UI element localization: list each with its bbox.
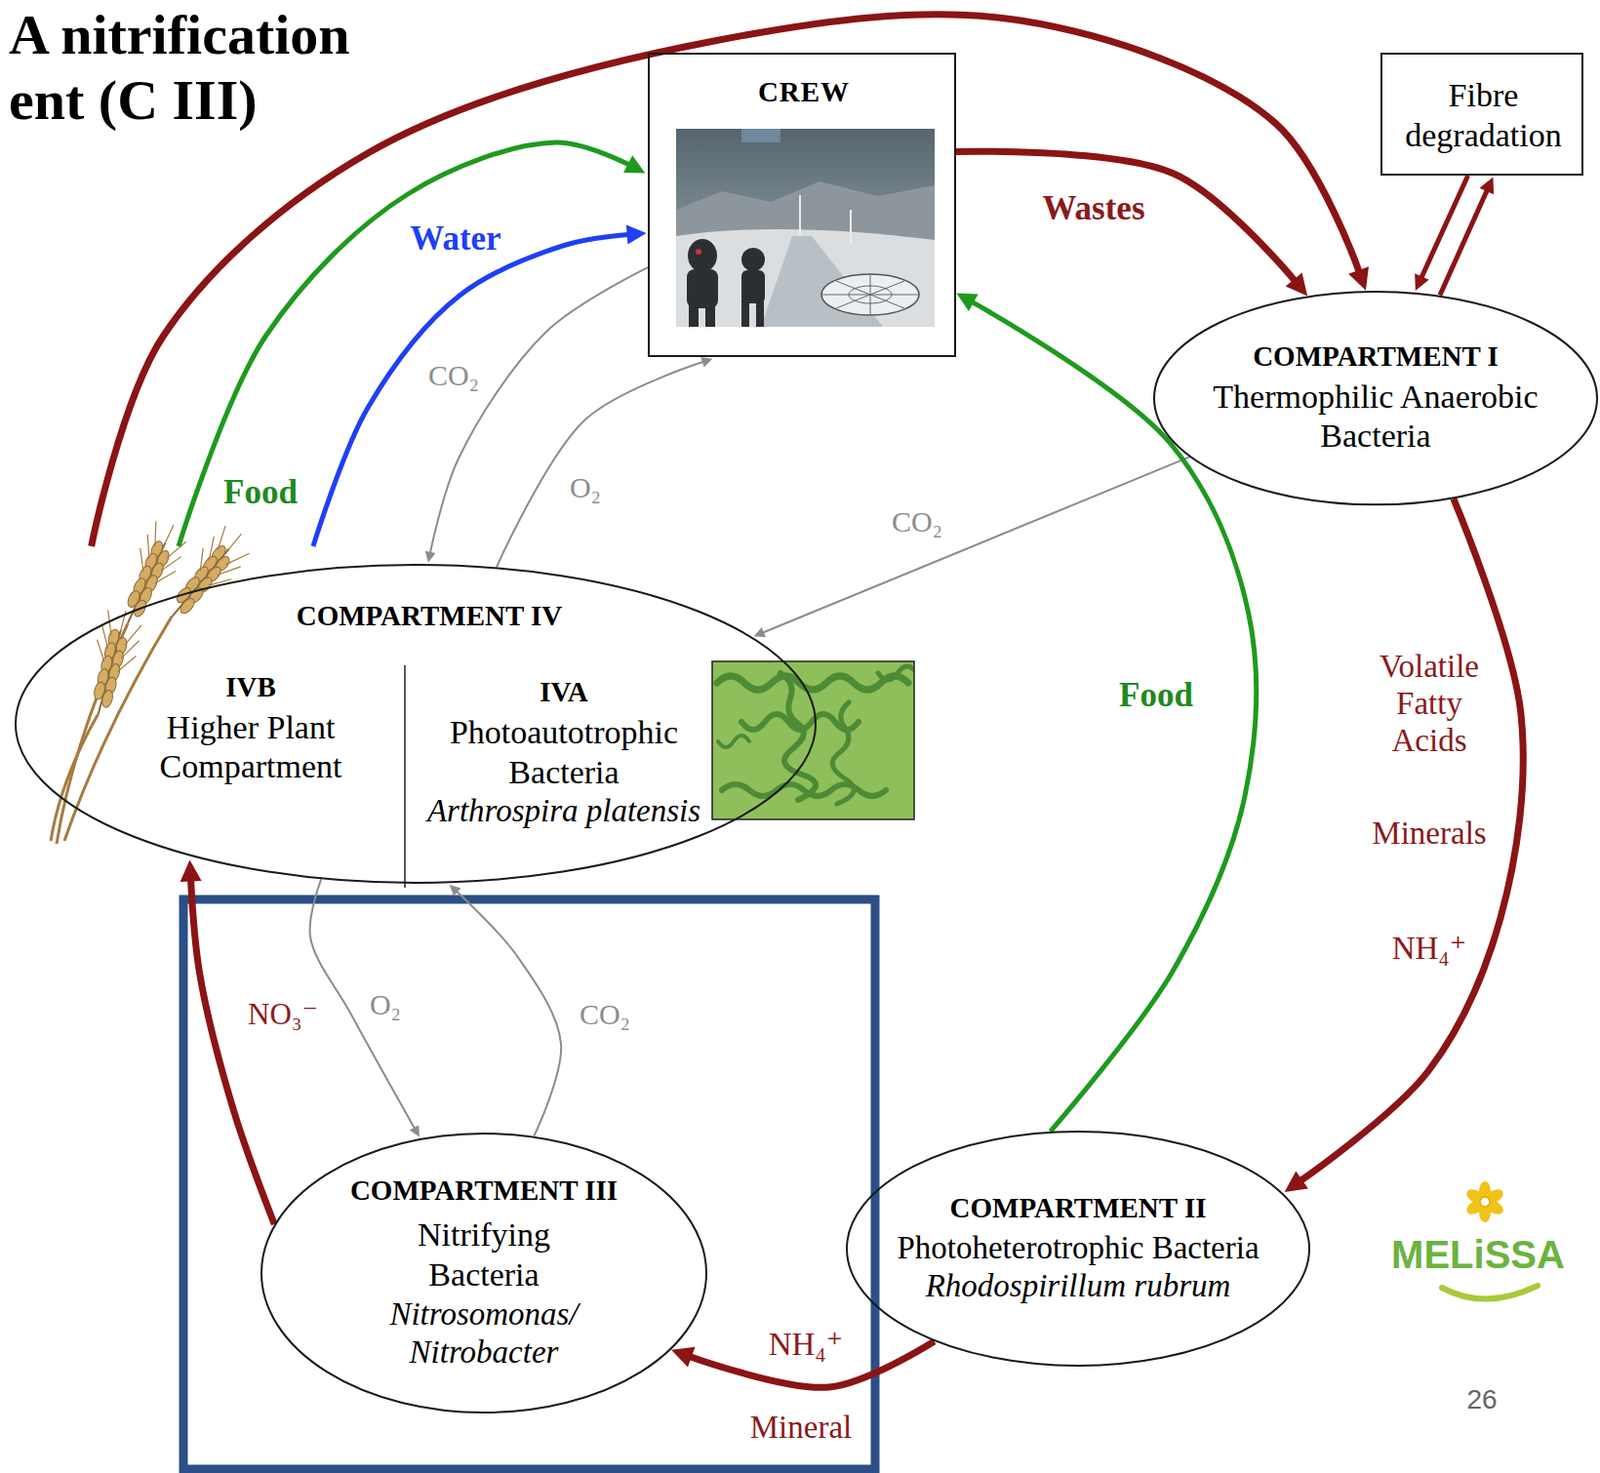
- text-column: CREW: [657, 75, 951, 110]
- sub-compartment: IVAPhotoautotrophic BacteriaArthrospira …: [414, 648, 713, 859]
- species-name: Arthrospira platensis: [427, 792, 701, 832]
- flow-label: Mineral: [747, 1409, 855, 1447]
- node-text: Photoheterotrophic Bacteria: [896, 1229, 1259, 1269]
- flow-arrow: [178, 142, 632, 547]
- node-text: Photoautotrophic Bacteria: [422, 713, 706, 794]
- flow-arrow: [313, 234, 632, 547]
- ellipse-outline: [846, 1131, 1310, 1366]
- logo-text: MELiSSA: [1388, 1232, 1568, 1278]
- flow-arrow: [969, 300, 1256, 1131]
- flow-label: Volatile Fatty Acids: [1358, 648, 1501, 760]
- flow-arrow: [430, 267, 648, 555]
- flow-label: Water: [406, 219, 504, 259]
- ellipse-outline: [1154, 291, 1598, 505]
- compartment-ellipse: COMPARTMENT IIPhotoheterotrophic Bacteri…: [845, 1130, 1311, 1367]
- flow-label: Wastes: [1040, 189, 1149, 229]
- flow-arrow: [1420, 175, 1469, 280]
- flow-arrow: [496, 361, 705, 568]
- species-name: Rhodospirillum rubrum: [925, 1267, 1232, 1307]
- text-column: Fibre degradation: [1396, 76, 1572, 157]
- compartment-ellipse: COMPARTMENT III Nitrifying BacteriaNitros…: [260, 1132, 708, 1414]
- slide-title: A nitrification: [5, 2, 354, 69]
- text-column: IVBHigher Plant Compartment: [143, 670, 359, 788]
- flow-label: O₂: [566, 471, 604, 506]
- crew-box: CREW: [647, 52, 957, 358]
- flow-arrow: [1298, 498, 1523, 1183]
- flow-label: CO₂: [425, 359, 482, 394]
- flow-arrow: [1440, 188, 1488, 295]
- flow-label: Minerals: [1368, 815, 1489, 853]
- species-name: Nitrosomonas/ Nitrobacter: [366, 1295, 601, 1373]
- flow-arrow: [310, 879, 416, 1130]
- text-column: COMPARTMENT III Nitrifying BacteriaNitros…: [318, 1173, 650, 1373]
- text-column: COMPARTMENT IV: [243, 599, 615, 638]
- flow-label: Food: [220, 473, 301, 513]
- text-column: COMPARTMENT IThermophilic Anaerobic Bact…: [1185, 339, 1566, 457]
- compartment-heading: IVA: [539, 675, 588, 710]
- flow-label: NH₄⁺: [1389, 930, 1471, 968]
- lunar-base-photo: [676, 128, 935, 327]
- flow-label: NH₄⁺: [765, 1326, 847, 1364]
- process-box: Fibre degradation: [1380, 52, 1584, 176]
- node-text: Nitrifying Bacteria: [371, 1215, 597, 1296]
- node-text: Thermophilic Anaerobic Bacteria: [1200, 377, 1552, 458]
- box-title: CREW: [758, 75, 850, 110]
- text-column: IVAPhotoautotrophic BacteriaArthrospira …: [417, 675, 711, 832]
- flow-label: Food: [1116, 676, 1197, 716]
- node-text: Fibre degradation: [1396, 76, 1572, 157]
- flow-arrow: [91, 14, 1360, 547]
- node-text: Higher Plant Compartment: [151, 708, 352, 789]
- compartment-divider: [403, 665, 406, 888]
- flow-arrow: [761, 456, 1191, 634]
- text-column: COMPARTMENT IIPhotoheterotrophic Bacteri…: [878, 1191, 1279, 1307]
- ellipse-outline: [15, 564, 816, 883]
- flow-label: NO₃⁻: [244, 997, 321, 1033]
- compartment-heading: COMPARTMENT IV: [296, 599, 563, 634]
- flow-label: O₂: [366, 988, 404, 1023]
- flow-label: CO₂: [888, 505, 946, 540]
- flow-arrow: [455, 890, 561, 1137]
- flow-arrow: [190, 877, 275, 1225]
- compartment-heading: COMPARTMENT I: [1252, 339, 1499, 374]
- spirulina-photo: [712, 661, 918, 820]
- compartment-heading: IVB: [225, 670, 277, 705]
- compartment-heading: COMPARTMENT III: [350, 1173, 618, 1208]
- compartment-ellipse: IVBHigher Plant Compartment IVAPhotoautot…: [14, 563, 817, 884]
- ellipse-outline: [261, 1133, 707, 1413]
- flow-arrow: [956, 151, 1297, 283]
- sub-compartment: IVBHigher Plant Compartment: [29, 546, 391, 859]
- compartment-heading: COMPARTMENT II: [950, 1191, 1207, 1226]
- slide-title: ent (C III): [5, 68, 261, 134]
- compartment-ellipse: COMPARTMENT IThermophilic Anaerobic Bact…: [1153, 290, 1599, 506]
- page-number: 26: [1463, 1384, 1500, 1416]
- flow-label: CO₂: [576, 998, 634, 1033]
